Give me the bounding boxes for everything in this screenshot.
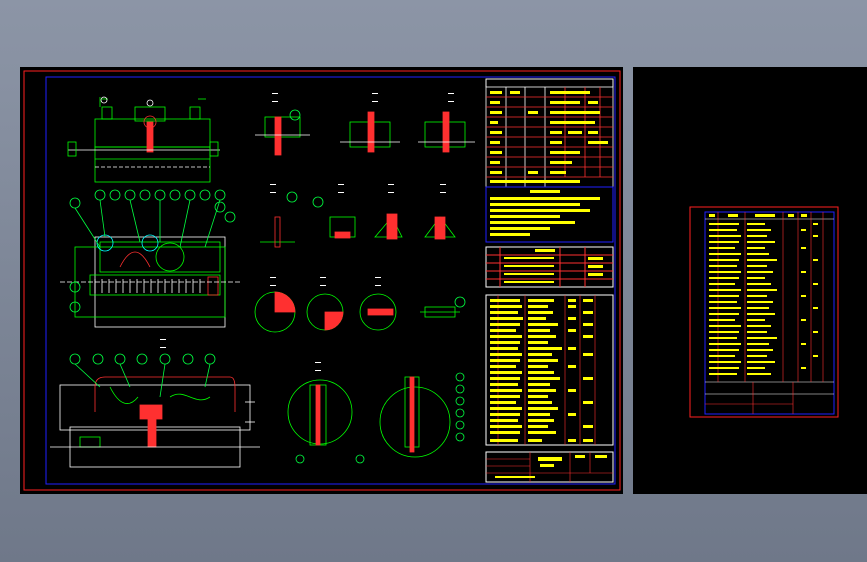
plan-view-balloons — [69, 189, 236, 313]
parts-list[interactable] — [485, 294, 614, 446]
aux-inner-border — [704, 211, 835, 415]
technical-table-text — [490, 91, 608, 183]
tech-notes — [485, 186, 614, 243]
bottom-section-view — [50, 376, 260, 468]
front-view-top — [67, 96, 220, 183]
section-labels — [160, 93, 454, 371]
bottom-balloons — [69, 353, 216, 398]
inner-border — [45, 76, 616, 485]
main-drawing-sheet[interactable] — [20, 67, 623, 494]
section-views — [254, 109, 475, 464]
aux-parts-table[interactable] — [705, 212, 834, 414]
title-block[interactable] — [485, 451, 614, 483]
aux-drawing-canvas — [689, 206, 839, 418]
main-drawing-canvas — [23, 70, 621, 491]
aux-drawing-sheet[interactable] — [633, 67, 867, 494]
outer-frame — [23, 70, 621, 491]
plan-view — [60, 234, 240, 328]
spec-table[interactable] — [485, 246, 614, 288]
aux-outer-frame — [689, 206, 839, 418]
